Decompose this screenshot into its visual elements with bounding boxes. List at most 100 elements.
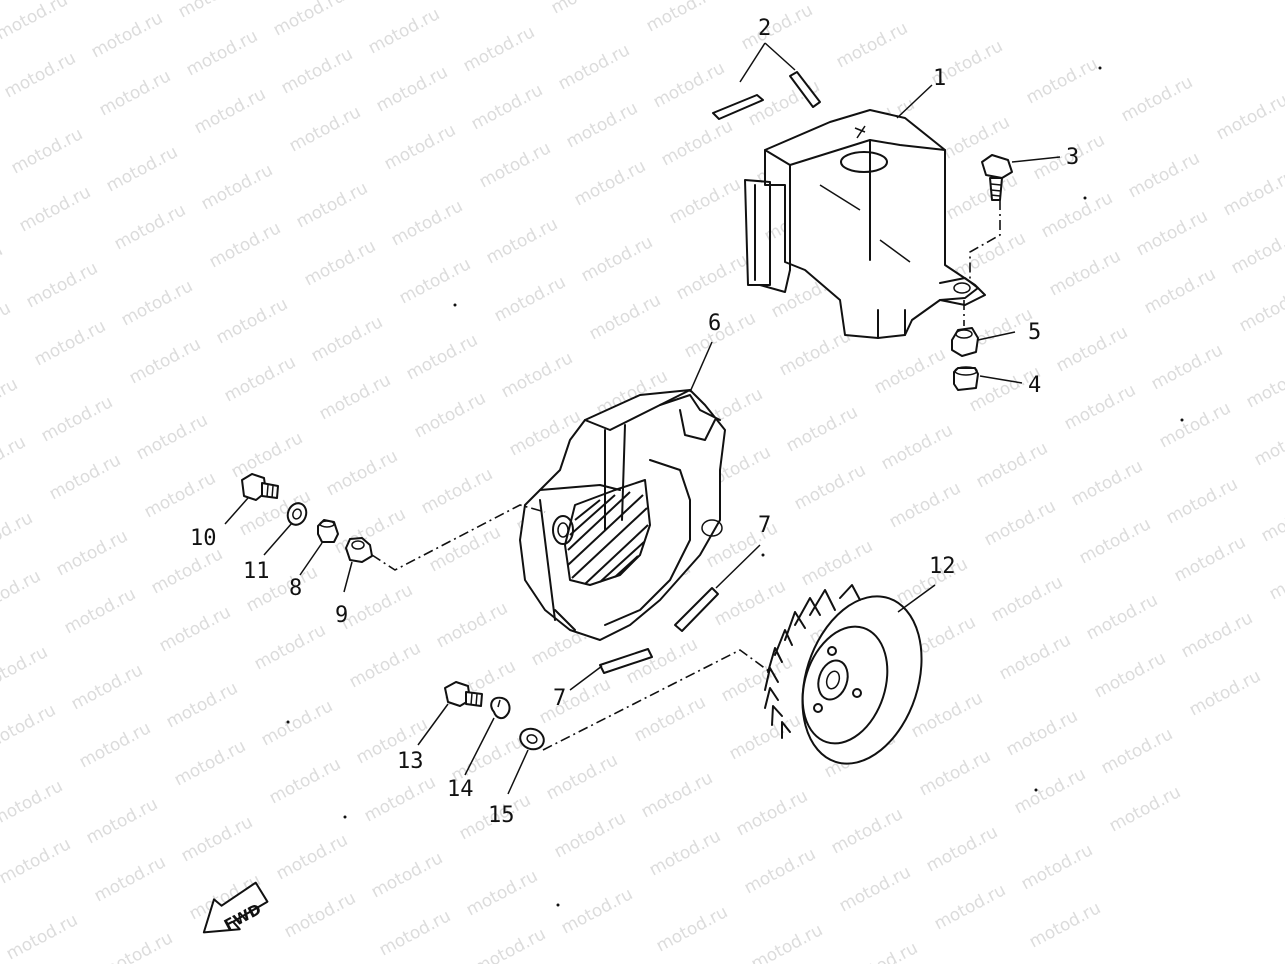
callout-14: 14 (447, 777, 474, 802)
watermark-text: motod.ru (973, 438, 1051, 492)
watermark-text: motod.ru (361, 772, 439, 826)
watermark-text: motod.ru (418, 464, 496, 518)
watermark-text: motod.ru (266, 754, 344, 808)
watermark-text: motod.ru (555, 40, 633, 94)
part-11-washer (286, 502, 308, 526)
callout-10: 10 (190, 526, 217, 551)
watermark-text: motod.ru (141, 468, 219, 522)
watermark-text: motod.ru (191, 84, 269, 138)
watermark-text: motod.ru (61, 584, 139, 638)
watermark-text: motod.ru (0, 776, 66, 830)
watermark-text: motod.ru (258, 696, 336, 750)
part-12-flywheel (764, 584, 923, 765)
watermark-text: motod.ru (491, 272, 569, 326)
leader-lines (224, 42, 1061, 795)
watermark-text: motod.ru (571, 156, 649, 210)
watermark-text: motod.ru (338, 580, 416, 634)
watermark-text: motod.ru (3, 910, 81, 964)
part-7-pins (599, 587, 719, 674)
part-8-collar (317, 519, 339, 543)
watermark-text: motod.ru (791, 460, 869, 514)
watermark-text: motod.ru (1220, 166, 1285, 220)
watermark-text: motod.ru (0, 374, 21, 428)
watermark-text: motod.ru (1068, 456, 1146, 510)
watermark-text: motod.ru (411, 388, 489, 442)
watermark-text: motod.ru (783, 402, 861, 456)
watermark-text: motod.ru (578, 232, 656, 286)
watermark-text: motod.ru (996, 630, 1074, 684)
watermark-text: motod.ru (286, 102, 364, 156)
watermark-text: motod.ru (433, 598, 511, 652)
watermark-text: motod.ru (198, 160, 276, 214)
watermark-text: motod.ru (281, 888, 359, 942)
callout-12: 12 (929, 554, 956, 579)
watermark-text: motod.ru (171, 736, 249, 790)
callout-4: 4 (1028, 373, 1041, 398)
watermark-text: motod.ru (988, 572, 1066, 626)
watermark-text: motod.ru (798, 536, 876, 590)
watermark-text: motod.ru (653, 902, 731, 956)
watermark-text: motod.ru (365, 4, 443, 58)
watermark-text: motod.ru (38, 392, 116, 446)
watermark-text: motod.ru (251, 620, 329, 674)
watermark-text: motod.ru (1133, 206, 1211, 260)
watermark-text: motod.ru (483, 214, 561, 268)
callout-2: 2 (758, 16, 771, 41)
watermark-text: motod.ru (631, 692, 709, 746)
part-13-bolt (444, 681, 483, 707)
watermark-text: motod.ru (650, 58, 728, 112)
watermark-text: motod.ru (833, 18, 911, 72)
watermark-text: motod.ru (1186, 666, 1264, 720)
watermark-text: motod.ru (836, 862, 914, 916)
watermark-text: motod.ru (951, 228, 1029, 282)
watermark-text: motod.ru (293, 178, 371, 232)
watermark-text: motod.ru (1023, 54, 1101, 108)
watermark-text: motod.ru (8, 124, 86, 178)
watermark-text: motod.ru (148, 544, 226, 598)
watermark-text: motod.ru (346, 638, 424, 692)
watermark-text: motod.ru (373, 62, 451, 116)
callout-13: 13 (397, 749, 424, 774)
watermark-text: motod.ru (733, 786, 811, 840)
watermark-text: motod.ru (0, 0, 71, 44)
callout-7-upper: 7 (758, 513, 771, 538)
watermark-text: motod.ru (1091, 648, 1169, 702)
watermark-text: motod.ru (931, 880, 1009, 934)
watermark-text: motod.ru (118, 276, 196, 330)
watermark-text: motod.ru (270, 0, 348, 40)
watermark-text: motod.ru (471, 924, 549, 964)
watermark-text: motod.ru (368, 848, 446, 902)
watermark-text: motod.ru (308, 312, 386, 366)
watermark-text: motod.ru (658, 116, 736, 170)
watermark-text: motod.ru (156, 602, 234, 656)
watermark-text: motod.ru (403, 330, 481, 384)
watermark-text: motod.ru (388, 196, 466, 250)
watermark-text: motod.ru (460, 22, 538, 76)
watermark-text: motod.ru (396, 254, 474, 308)
callout-6: 6 (708, 311, 721, 336)
watermark-text: motod.ru (476, 138, 554, 192)
watermark-text: motod.ru (1125, 148, 1203, 202)
watermark-text: motod.ru (741, 844, 819, 898)
watermark-text: motod.ru (1171, 532, 1249, 586)
watermark-text: motod.ru (301, 236, 379, 290)
part-1-shroud (744, 109, 986, 339)
watermark-text: motod.ru (381, 120, 459, 174)
watermark-text: motod.ru (1178, 608, 1256, 662)
watermark-text: motod.ru (76, 718, 154, 772)
watermark-text: motod.ru (718, 652, 796, 706)
callout-15: 15 (488, 803, 515, 828)
callout-9: 9 (335, 603, 348, 628)
scan-specks (286, 66, 1184, 907)
watermark-text: motod.ru (643, 0, 721, 36)
watermark-text: motod.ru (558, 884, 636, 938)
watermark-text: motod.ru (228, 428, 306, 482)
watermark-text: motod.ru (673, 250, 751, 304)
watermark-text: motod.ru (16, 182, 94, 236)
watermark-text: motod.ru (1, 48, 79, 102)
watermark-text: motod.ru (548, 0, 626, 18)
watermark-text: motod.ru (551, 808, 629, 862)
watermark-text: motod.ru (0, 508, 36, 562)
watermark-text: motod.ru (738, 0, 816, 54)
watermark-text: motod.ru (1061, 380, 1139, 434)
